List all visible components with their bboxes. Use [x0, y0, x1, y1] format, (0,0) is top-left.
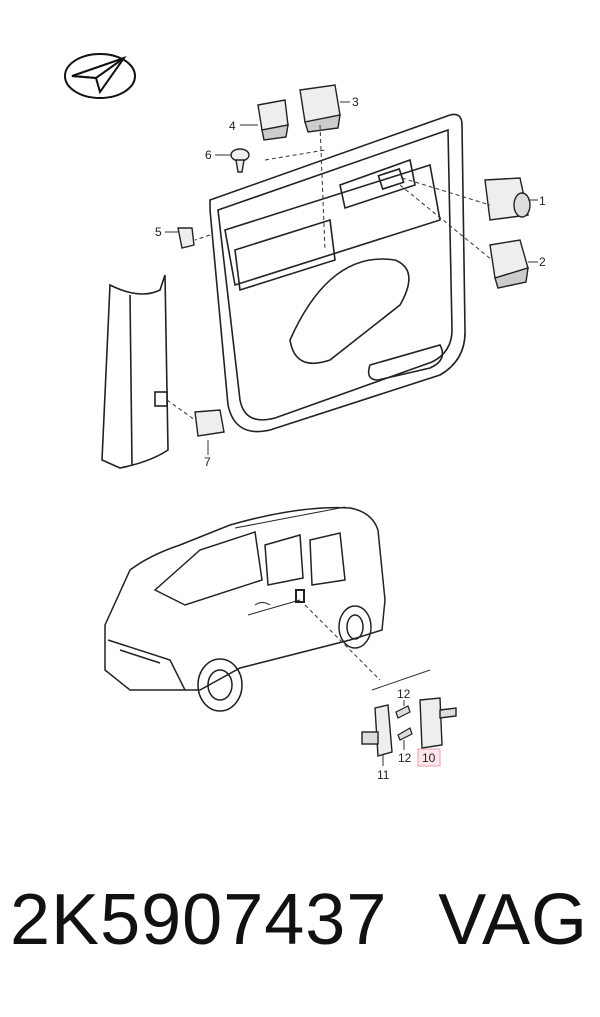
pillar-cover: [101, 274, 169, 469]
clip-part-5: [177, 227, 195, 249]
part-number: 2K5907437: [10, 880, 388, 960]
callout-5: 5: [155, 225, 162, 239]
switch-part-2: [489, 239, 529, 289]
switch-part-4: [257, 99, 289, 141]
parts-diagram: 1 2 3 4 5 6 7 12 12 10 11: [64, 53, 546, 782]
callout-6: 6: [205, 148, 212, 162]
striker-part-10: [419, 697, 457, 749]
callout-7: 7: [204, 455, 211, 469]
leader-lines-lower: [304, 604, 431, 766]
callout-12b: 12: [398, 751, 412, 765]
switch-part-7: [194, 409, 225, 437]
highlight-box: [417, 748, 441, 767]
screw-part-12: [395, 705, 413, 741]
door-trim-panel: [209, 113, 466, 433]
callout-2: 2: [539, 255, 546, 269]
switch-part-1: [484, 177, 531, 221]
hinge-part-11: [361, 704, 393, 757]
callout-4: 4: [229, 119, 236, 133]
callout-10: 10: [422, 751, 436, 765]
leader-lines: [165, 101, 538, 455]
callout-11: 11: [377, 768, 390, 782]
callout-3: 3: [352, 95, 359, 109]
clip-part-6: [230, 148, 250, 173]
switch-part-3: [299, 84, 341, 133]
callout-1: 1: [539, 194, 546, 208]
callout-12a: 12: [397, 687, 411, 701]
brand-label: VAG: [438, 880, 588, 960]
van-illustration: [104, 506, 386, 712]
direction-logo-icon: [64, 53, 136, 99]
